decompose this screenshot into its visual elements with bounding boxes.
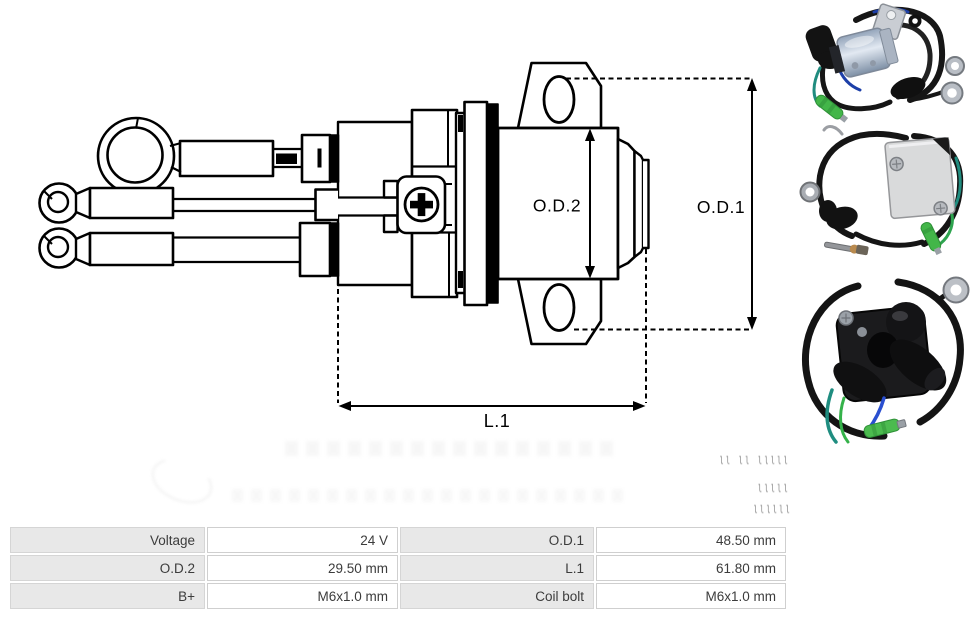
- solenoid-photo-green-connector: [815, 94, 849, 123]
- spec-label-voltage: Voltage: [10, 527, 205, 553]
- coil-terminal-screw: [382, 175, 452, 235]
- print-artifact-marks: llllll: [753, 504, 792, 516]
- dimension-od1: [566, 77, 757, 331]
- relay-photo-boot: [819, 200, 858, 230]
- print-artifact-marks: ll ll lllll: [719, 455, 790, 467]
- ring-terminal-large: [96, 116, 176, 196]
- mounting-tab-top: [516, 61, 603, 130]
- spec-label-bplus: B+: [10, 583, 205, 609]
- spec-label-od1: O.D.1: [400, 527, 594, 553]
- assembly-photo-body: [833, 302, 947, 403]
- lead-wire-middle: [88, 186, 397, 222]
- lead-wire-top: [169, 133, 340, 184]
- solenoid-photo-boot-right: [890, 76, 926, 100]
- spec-value-od2: 29.50 mm: [207, 555, 398, 581]
- spec-table: Voltage 24 V O.D.1 48.50 mm O.D.2 29.50 …: [10, 527, 786, 609]
- relay-photo-probe: [824, 241, 869, 256]
- l1-label: L.1: [484, 411, 511, 431]
- dimension-od2: [585, 128, 595, 279]
- spec-value-bplus: M6x1.0 mm: [207, 583, 398, 609]
- spec-label-od2: O.D.2: [10, 555, 205, 581]
- assembly-photo-ring-terminal: [942, 276, 970, 304]
- product-photo-bottom: [801, 276, 970, 444]
- assembly-photo-green-connector: [863, 418, 907, 438]
- spec-value-voltage: 24 V: [207, 527, 398, 553]
- od2-label: O.D.2: [533, 196, 581, 216]
- solenoid-cylinder: [496, 126, 620, 281]
- spec-value-l1: 61.80 mm: [596, 555, 786, 581]
- ring-terminal-bottom: [38, 227, 92, 269]
- od1-label: O.D.1: [697, 197, 745, 217]
- spec-value-coil-bolt: M6x1.0 mm: [596, 583, 786, 609]
- technical-drawing: O.D.2 O.D.1 L.1: [38, 61, 757, 431]
- ring-terminal-middle: [38, 182, 92, 224]
- relay-photo-ring-terminal: [799, 181, 821, 203]
- product-photo-middle: [799, 125, 964, 256]
- relay-photo-plate: [884, 136, 956, 220]
- mounting-tab-bottom: [516, 277, 603, 346]
- front-cap-steps: [616, 137, 650, 270]
- spec-value-od1: 48.50 mm: [596, 527, 786, 553]
- solenoid-photo-ring-terminals: [908, 14, 965, 105]
- spec-label-coil-bolt: Coil bolt: [400, 583, 594, 609]
- lead-wire-bottom: [88, 221, 340, 278]
- solenoid-photo-cylinder: [828, 27, 899, 78]
- spec-label-l1: L.1: [400, 555, 594, 581]
- relay-photo-green-connector: [920, 221, 942, 256]
- product-photo-top: [805, 3, 965, 123]
- dimension-l1: [337, 249, 647, 411]
- print-artifact-marks: lllll: [757, 483, 790, 495]
